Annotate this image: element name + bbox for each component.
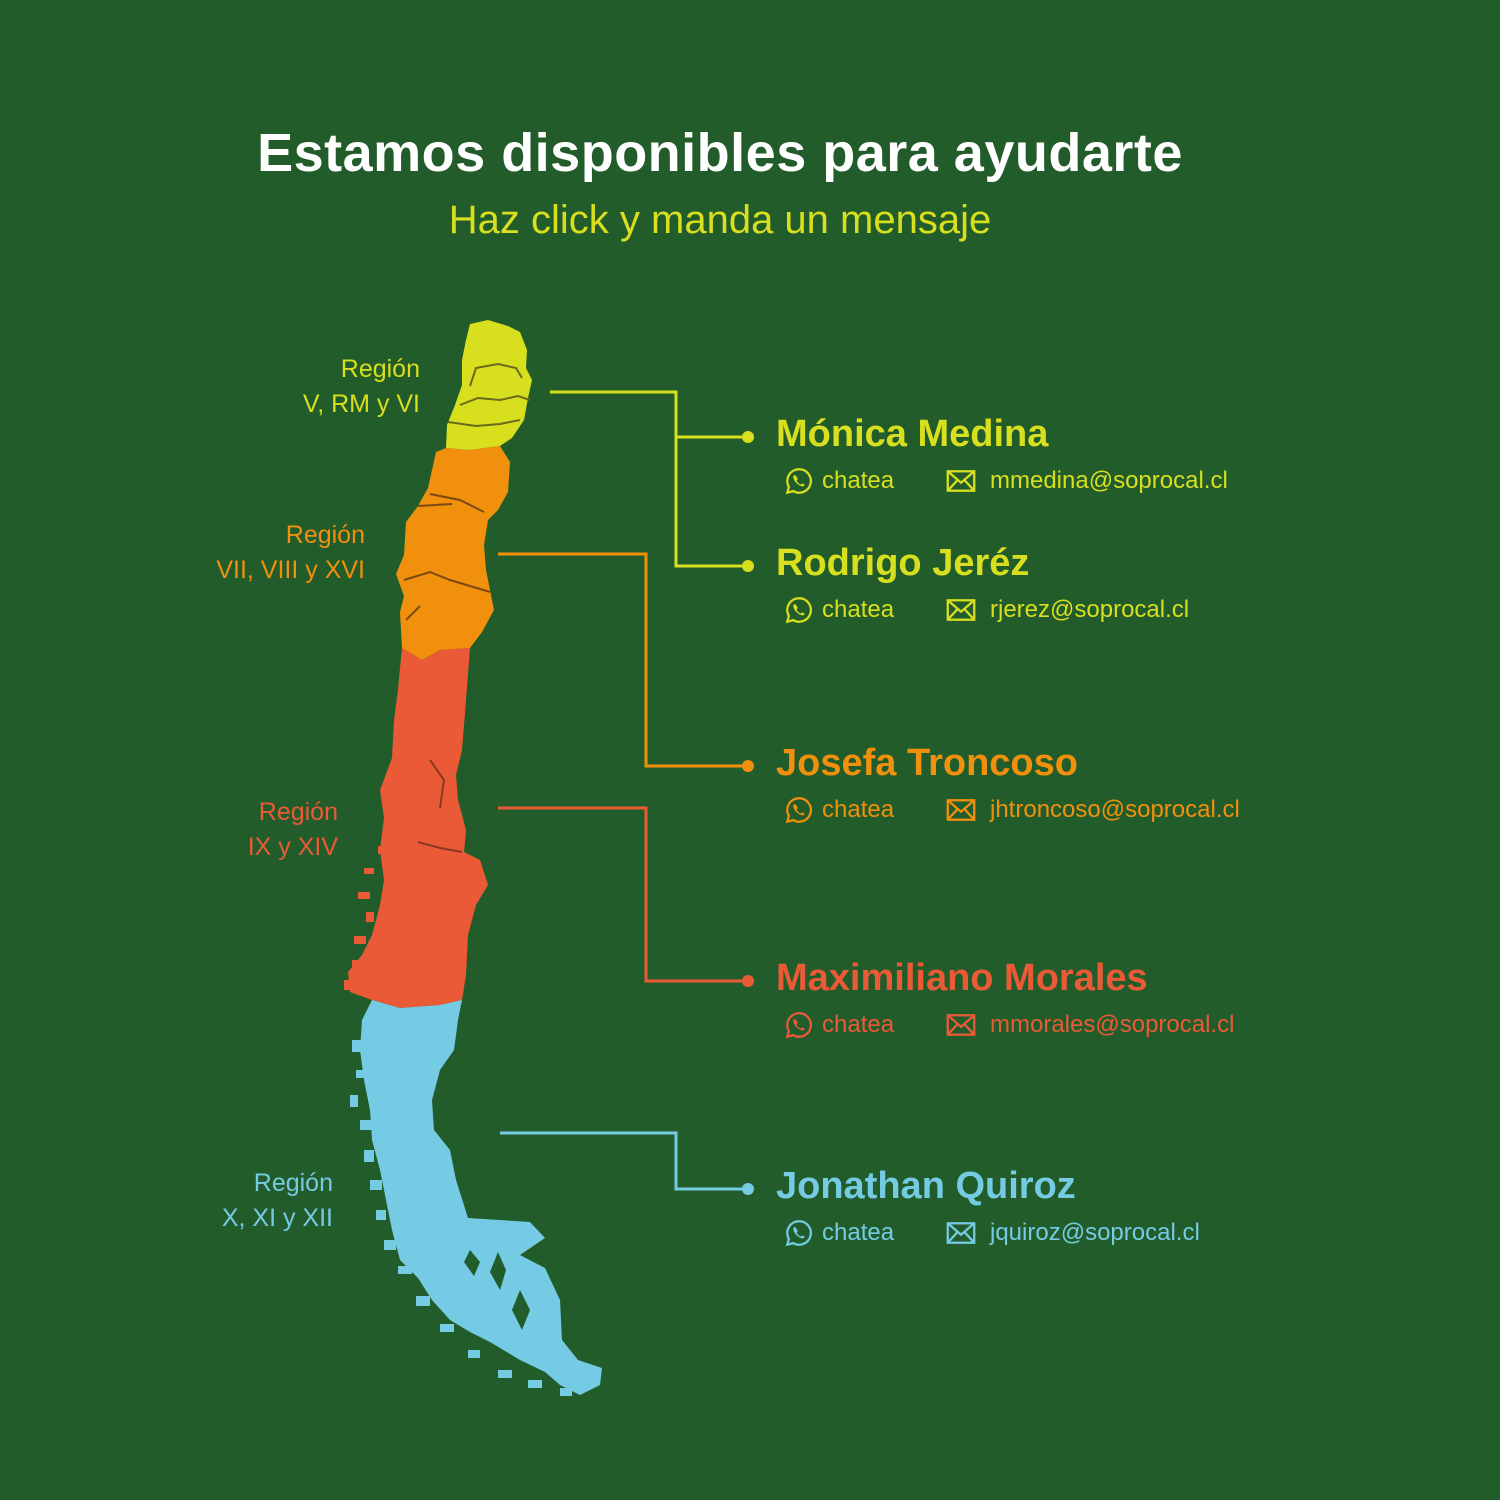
chat-label: chatea: [822, 1011, 895, 1038]
email-link[interactable]: jquiroz@soprocal.cl: [946, 1218, 1200, 1248]
whatsapp-icon: [785, 468, 813, 495]
email-address: jhtroncoso@soprocal.cl: [990, 796, 1240, 823]
envelope-icon: [946, 599, 976, 621]
map-region-yellow: [446, 320, 532, 450]
chat-label: chatea: [822, 1219, 895, 1246]
email-address: rjerez@soprocal.cl: [990, 596, 1190, 623]
contact-name: Josefa Troncoso: [776, 742, 1078, 784]
contact-name: Maximiliano Morales: [776, 957, 1148, 999]
envelope-icon: [946, 799, 976, 821]
email-address: jquiroz@soprocal.cl: [990, 1219, 1200, 1246]
whatsapp-icon: [785, 597, 813, 624]
envelope-icon: [946, 1222, 976, 1244]
email-link[interactable]: jhtroncoso@soprocal.cl: [946, 795, 1240, 825]
contact-name: Mónica Medina: [776, 413, 1049, 455]
envelope-icon: [946, 470, 976, 492]
map-region-red: [348, 648, 488, 1008]
whatsapp-link[interactable]: chatea: [784, 1010, 894, 1040]
region-label-orange: Región VII, VIII y XVI: [216, 521, 365, 584]
whatsapp-icon: [785, 1012, 813, 1039]
map-region-blue: [360, 1000, 602, 1395]
whatsapp-link[interactable]: chatea: [784, 595, 894, 625]
region-label-yellow: Región V, RM y VI: [302, 355, 420, 418]
region-label-blue: Región X, XI y XII: [221, 1169, 333, 1232]
email-address: mmorales@soprocal.cl: [990, 1011, 1235, 1038]
whatsapp-link[interactable]: chatea: [784, 466, 894, 496]
whatsapp-icon: [785, 797, 813, 824]
whatsapp-icon: [785, 1220, 813, 1247]
email-link[interactable]: mmedina@soprocal.cl: [946, 466, 1228, 496]
contact-card: Jonathan Quiroz chatea jquiroz@soprocal.…: [776, 1165, 1200, 1252]
whatsapp-link[interactable]: chatea: [784, 1218, 894, 1248]
chat-label: chatea: [822, 796, 895, 823]
connector-line-orange: [498, 552, 748, 768]
contact-card: Maximiliano Morales chatea mmorales@sopr…: [776, 957, 1234, 1044]
email-link[interactable]: mmorales@soprocal.cl: [946, 1010, 1234, 1040]
connector-line-yellow: [550, 390, 748, 568]
region-label-red: Región IX y XIV: [247, 798, 338, 861]
envelope-icon: [946, 1014, 976, 1036]
connector-line-red: [498, 806, 748, 983]
connector-line-blue: [500, 1131, 748, 1191]
chat-label: chatea: [822, 596, 895, 623]
contact-name: Jonathan Quiroz: [776, 1165, 1076, 1207]
page-title: Estamos disponibles para ayudarte: [257, 123, 1183, 183]
chat-label: chatea: [822, 467, 895, 494]
page-subtitle: Haz click y manda un mensaje: [448, 198, 992, 242]
email-address: mmedina@soprocal.cl: [990, 467, 1228, 494]
contact-card: Josefa Troncoso chatea jhtroncoso@soproc…: [776, 742, 1240, 829]
contact-card: Rodrigo Jeréz chatea rjerez@soprocal.cl: [776, 542, 1189, 629]
contact-name: Rodrigo Jeréz: [776, 542, 1030, 584]
contact-card: Mónica Medina chatea mmedina@soprocal.cl: [776, 413, 1228, 500]
map-region-orange: [396, 446, 510, 660]
email-link[interactable]: rjerez@soprocal.cl: [946, 595, 1189, 625]
whatsapp-link[interactable]: chatea: [784, 795, 894, 825]
